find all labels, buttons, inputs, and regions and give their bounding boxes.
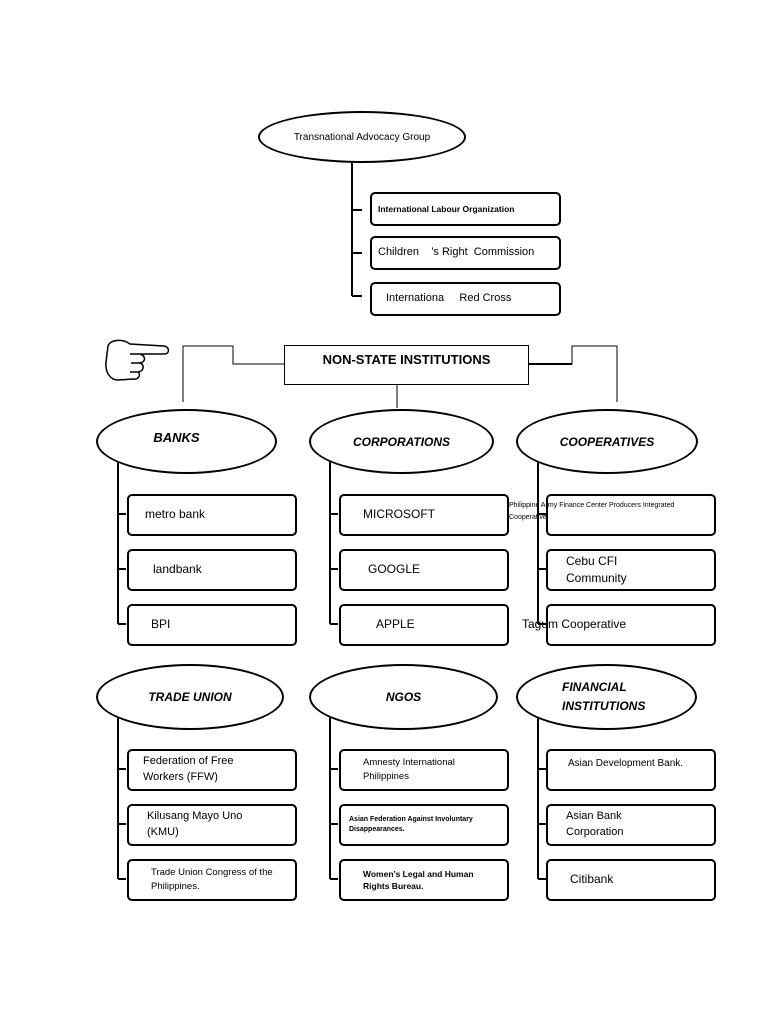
cooperative-item-3-box bbox=[546, 604, 716, 646]
top-child-3: Internationa Red Cross bbox=[370, 282, 561, 316]
trade-union-item-3: Trade Union Congress of the Philippines. bbox=[127, 859, 297, 901]
ngo-item-2: Asian Federation Against Involuntary Dis… bbox=[339, 804, 509, 846]
top-child-2: Children ’s Right Commission bbox=[370, 236, 561, 270]
bank-item-3: BPI bbox=[127, 604, 297, 646]
corporation-item-2: GOOGLE bbox=[339, 549, 509, 591]
pointing-hand-icon bbox=[105, 339, 170, 381]
bank-item-2: landbank bbox=[127, 549, 297, 591]
financial-institutions-oval: FINANCIAL INSTITUTIONS bbox=[516, 664, 697, 730]
corporation-item-3: APPLE bbox=[339, 604, 509, 646]
corporation-item-1: MICROSOFT bbox=[339, 494, 509, 536]
non-state-institutions-box: NON-STATE INSTITUTIONS bbox=[284, 345, 529, 385]
cooperative-item-1: Philippine Army Finance Center Producers… bbox=[509, 502, 675, 521]
ngos-oval: NGOS bbox=[309, 664, 498, 730]
ngo-item-3: Women’s Legal and Human Rights Bureau. bbox=[339, 859, 509, 901]
financial-item-2: Asian Bank Corporation bbox=[546, 804, 716, 846]
financial-item-1: Asian Development Bank. bbox=[546, 749, 716, 791]
cooperatives-oval: COOPERATIVES bbox=[516, 409, 698, 474]
banks-oval: BANKS bbox=[96, 409, 277, 474]
top-child-1: International Labour Organization bbox=[370, 192, 561, 226]
trade-union-oval: TRADE UNION bbox=[96, 664, 284, 730]
root-label: Transnational Advocacy Group bbox=[293, 131, 431, 143]
transnational-advocacy-group-oval: Transnational Advocacy Group bbox=[258, 111, 466, 163]
trade-union-item-1: Federation of Free Workers (FFW) bbox=[127, 749, 297, 791]
corporations-oval: CORPORATIONS bbox=[309, 409, 494, 474]
trade-union-item-2: Kilusang Mayo Uno (KMU) bbox=[127, 804, 297, 846]
cooperative-item-3: Tagum Cooperative bbox=[522, 617, 627, 631]
bank-item-1: metro bank bbox=[127, 494, 297, 536]
cooperative-item-1-box bbox=[546, 494, 716, 536]
ngo-item-1: Amnesty International Philippines bbox=[339, 749, 509, 791]
financial-item-3: Citibank bbox=[546, 859, 716, 901]
cooperative-item-2: Cebu CFI Community bbox=[546, 549, 716, 591]
